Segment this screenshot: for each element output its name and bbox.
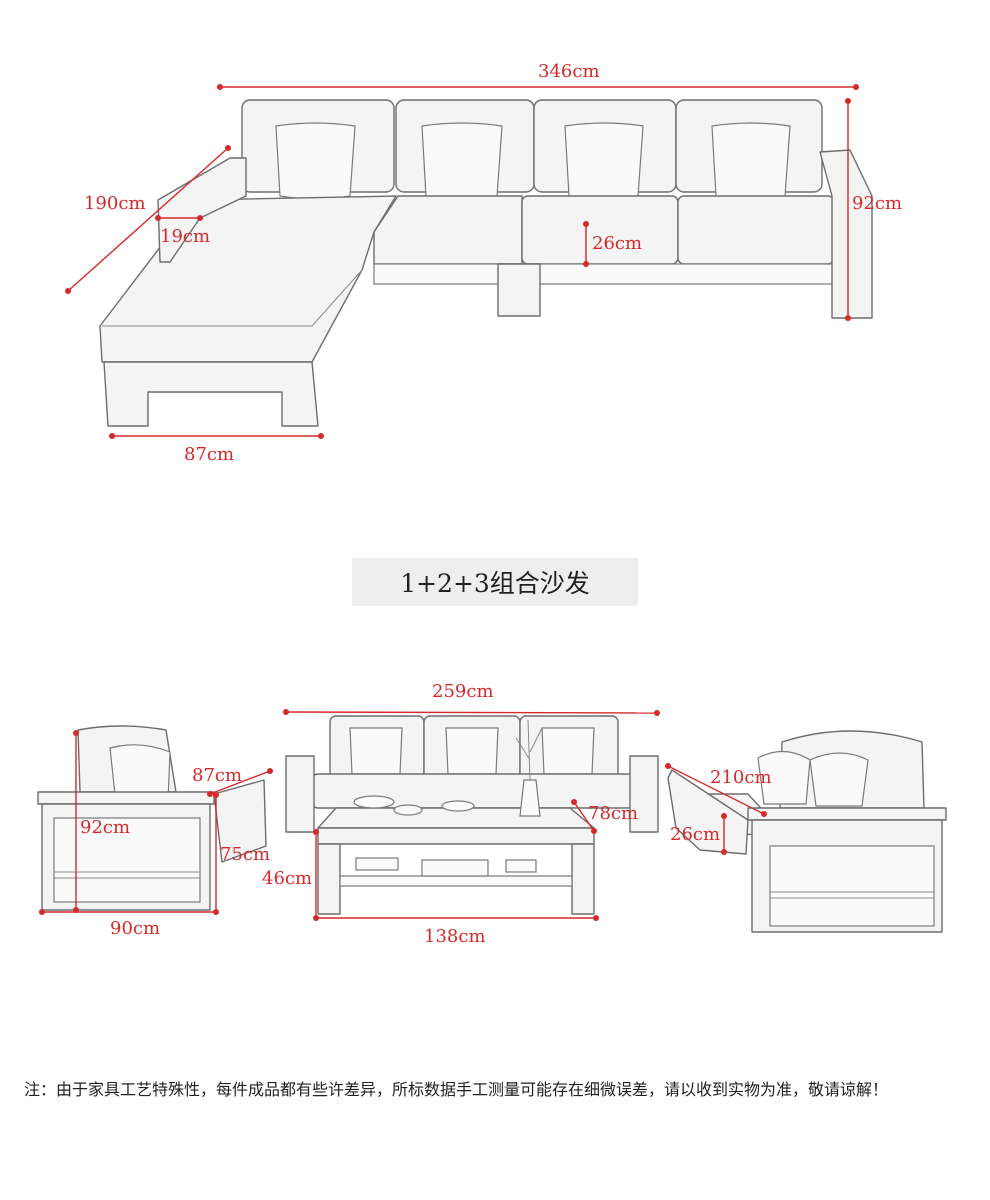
dim-dot — [109, 433, 115, 439]
three-seat-sofa-drawing — [285, 715, 659, 833]
dim-label-single-height: 92cm — [80, 817, 130, 838]
throw-pillow-3 — [564, 122, 644, 200]
cup-icon — [441, 800, 475, 812]
book-stack-icon — [505, 859, 537, 873]
dim-dot — [583, 221, 589, 227]
right-armrest — [819, 149, 873, 319]
dim-label-double-width: 210cm — [710, 767, 772, 788]
chaise-base — [103, 361, 319, 427]
double-pillow-2 — [809, 752, 869, 807]
dim-label-single-width: 90cm — [110, 918, 160, 939]
dim-dot — [583, 261, 589, 267]
dim-dot — [313, 829, 319, 835]
table-leg-left — [317, 843, 341, 915]
dim-dot — [73, 730, 79, 736]
dim-dot — [283, 709, 289, 715]
bowl-icon — [393, 804, 423, 816]
sofa-base-rail — [373, 263, 835, 285]
vase-icon — [519, 779, 541, 817]
table-drawer — [421, 859, 489, 877]
dim-label-table-width: 138cm — [424, 926, 486, 947]
three-left-arm — [285, 755, 315, 833]
three-pillow-2 — [445, 727, 499, 775]
bottom-dimensions: 92cm 87cm 75cm 90cm 259cm 78cm 46cm 138c… — [39, 681, 772, 947]
dim-dot — [571, 799, 577, 805]
dim-label-single-depth: 87cm — [192, 765, 242, 786]
bowl-icon — [353, 795, 395, 809]
center-leg — [497, 263, 541, 317]
dim-label-three-width: 259cm — [432, 681, 494, 702]
single-arm-top — [37, 791, 215, 805]
single-seat-sofa-drawing — [37, 725, 267, 911]
table-shelf — [339, 875, 573, 887]
dim-dot — [593, 915, 599, 921]
dim-label-width: 346cm — [538, 61, 600, 82]
throw-pillow-4 — [711, 122, 791, 200]
throw-pillow-1 — [275, 122, 356, 200]
dim-dot — [845, 98, 851, 104]
dim-line-chaise-length — [67, 147, 229, 292]
branch-icon — [515, 719, 543, 781]
section-title-box: 1+2+3组合沙发 — [352, 558, 638, 606]
double-left-arm — [667, 769, 749, 855]
double-seat-sofa-drawing — [667, 730, 947, 933]
dim-dot — [853, 84, 859, 90]
dim-dot — [591, 828, 597, 834]
single-inner-panel — [53, 817, 201, 903]
dim-line-three-width — [285, 711, 658, 714]
dim-dot — [213, 792, 219, 798]
dim-dot — [721, 813, 727, 819]
dim-dot — [155, 215, 161, 221]
three-right-arm — [629, 755, 659, 833]
dim-dot — [217, 84, 223, 90]
dim-label-table-depth: 78cm — [588, 803, 638, 824]
dim-label-single-arm-height: 75cm — [220, 844, 270, 865]
dim-line-double-width — [667, 765, 765, 815]
table-apron — [317, 827, 595, 845]
left-armrest — [157, 157, 247, 263]
throw-pillow-2 — [421, 122, 503, 200]
dim-dot — [845, 315, 851, 321]
dim-dot — [39, 909, 45, 915]
dim-label-double-seat-thickness: 26cm — [670, 824, 720, 845]
dim-dot — [267, 768, 273, 774]
chaise-cushion-edge — [102, 269, 363, 327]
three-pillow-1 — [349, 727, 403, 775]
dim-dot — [197, 215, 203, 221]
footer-note: 注：由于家具工艺特殊性，每件成品都有些许差异，所标数据手工测量可能存在细微误差，… — [24, 1080, 889, 1099]
dim-dot — [318, 433, 324, 439]
dim-label-seat-thickness: 26cm — [592, 233, 642, 254]
table-leg-right — [571, 843, 595, 915]
single-side-arm — [213, 779, 267, 863]
double-inner-panel — [769, 845, 935, 927]
double-pillow-1 — [757, 750, 811, 805]
dim-line-table-depth — [573, 801, 595, 832]
dim-dot — [665, 763, 671, 769]
dim-dot — [65, 288, 71, 294]
dim-label-chaise-length: 190cm — [84, 193, 146, 214]
l-shaped-sofa-drawing — [99, 99, 873, 427]
dim-label-arm-width: 19cm — [160, 226, 210, 247]
dim-label-table-height: 46cm — [262, 868, 312, 889]
chaise-cushion — [99, 195, 397, 363]
book-stack-icon — [355, 857, 399, 871]
top-dimensions: 346cm 190cm 19cm 92cm 26cm 87cm — [65, 61, 902, 465]
dim-line-single-depth — [209, 770, 271, 795]
dim-dot — [721, 849, 727, 855]
dim-dot — [654, 710, 660, 716]
section-title: 1+2+3组合沙发 — [400, 569, 590, 598]
dim-dot — [225, 145, 231, 151]
seat-cushion-3 — [677, 195, 835, 265]
three-pillow-3 — [541, 727, 595, 775]
seat-cushion-1 — [373, 195, 523, 265]
dim-label-chaise-depth: 87cm — [184, 444, 234, 465]
dim-dot — [207, 791, 213, 797]
dim-dot — [761, 811, 767, 817]
double-arm-top — [747, 807, 947, 821]
coffee-table-drawing — [317, 719, 595, 915]
dim-label-height: 92cm — [852, 193, 902, 214]
